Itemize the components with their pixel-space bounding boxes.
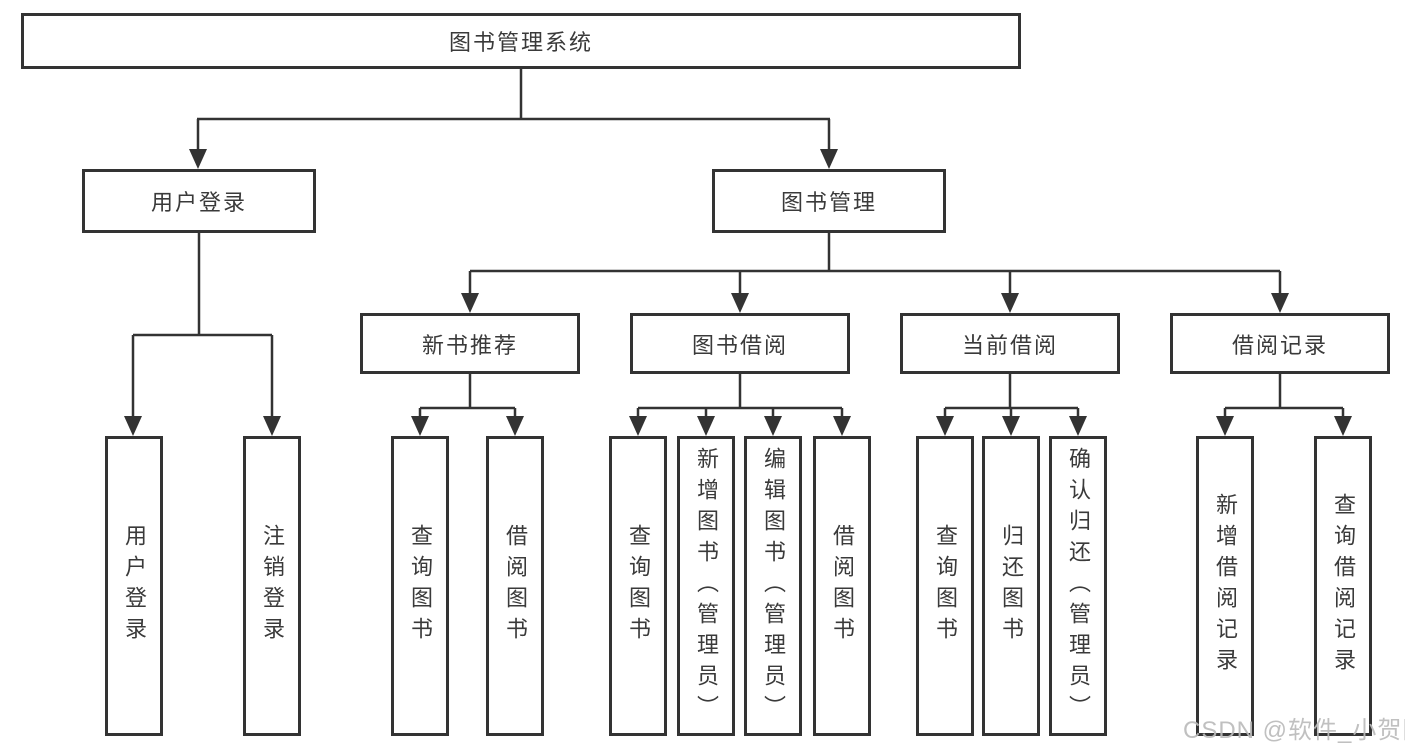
node-current-borrowing: 当前借阅 (900, 313, 1120, 374)
leaf-return-book: 归还图书 (982, 436, 1040, 736)
node-label: 用户登录 (150, 190, 247, 215)
leaf-edit-book-admin: 编辑图书（管理员） (744, 436, 802, 736)
leaf-logout: 注销登录 (243, 436, 301, 736)
leaf-label: 借阅图书 (503, 524, 528, 648)
node-label: 当前借阅 (961, 332, 1058, 358)
leaf-label: 查询图书 (408, 524, 433, 648)
leaf-add-book-admin: 新增图书（管理员） (677, 436, 735, 736)
node-new-book-recommend: 新书推荐 (360, 313, 580, 374)
leaf-label: 用户登录 (122, 524, 147, 648)
leaf-user-login: 用户登录 (105, 436, 163, 736)
leaf-label: 查询借阅记录 (1331, 493, 1356, 679)
leaf-label: 新增图书（管理员） (694, 446, 719, 726)
leaf-label: 借阅图书 (830, 524, 855, 648)
leaf-label: 注销登录 (260, 524, 285, 648)
node-label: 借阅记录 (1231, 332, 1328, 358)
node-label: 图书管理 (780, 190, 877, 215)
leaf-borrow-book-recommend: 借阅图书 (486, 436, 544, 736)
node-label: 新书推荐 (421, 332, 518, 358)
leaf-query-book-recommend: 查询图书 (391, 436, 449, 736)
leaf-query-book-borrowing: 查询图书 (609, 436, 667, 736)
node-book-management: 图书管理 (712, 169, 946, 233)
node-book-borrowing: 图书借阅 (630, 313, 850, 374)
leaf-label: 查询图书 (933, 524, 958, 648)
leaf-label: 编辑图书（管理员） (761, 446, 786, 726)
leaf-confirm-return-admin: 确认归还（管理员） (1049, 436, 1107, 736)
leaf-label: 查询图书 (626, 524, 651, 648)
leaf-add-borrow-record: 新增借阅记录 (1196, 436, 1254, 736)
leaf-label: 确认归还（管理员） (1066, 446, 1091, 726)
node-label: 图书管理系统 (448, 30, 593, 55)
node-label: 图书借阅 (691, 332, 788, 358)
node-user-login: 用户登录 (82, 169, 316, 233)
csdn-watermark: CSDN @软件_小贺同学 (1183, 717, 1405, 744)
leaf-label: 归还图书 (999, 524, 1024, 648)
leaf-label: 新增借阅记录 (1213, 493, 1238, 679)
node-library-management-system: 图书管理系统 (21, 13, 1021, 69)
leaf-query-borrow-record: 查询借阅记录 (1314, 436, 1372, 736)
leaf-query-book-current: 查询图书 (916, 436, 974, 736)
node-borrow-records: 借阅记录 (1170, 313, 1390, 374)
leaf-borrow-book: 借阅图书 (813, 436, 871, 736)
